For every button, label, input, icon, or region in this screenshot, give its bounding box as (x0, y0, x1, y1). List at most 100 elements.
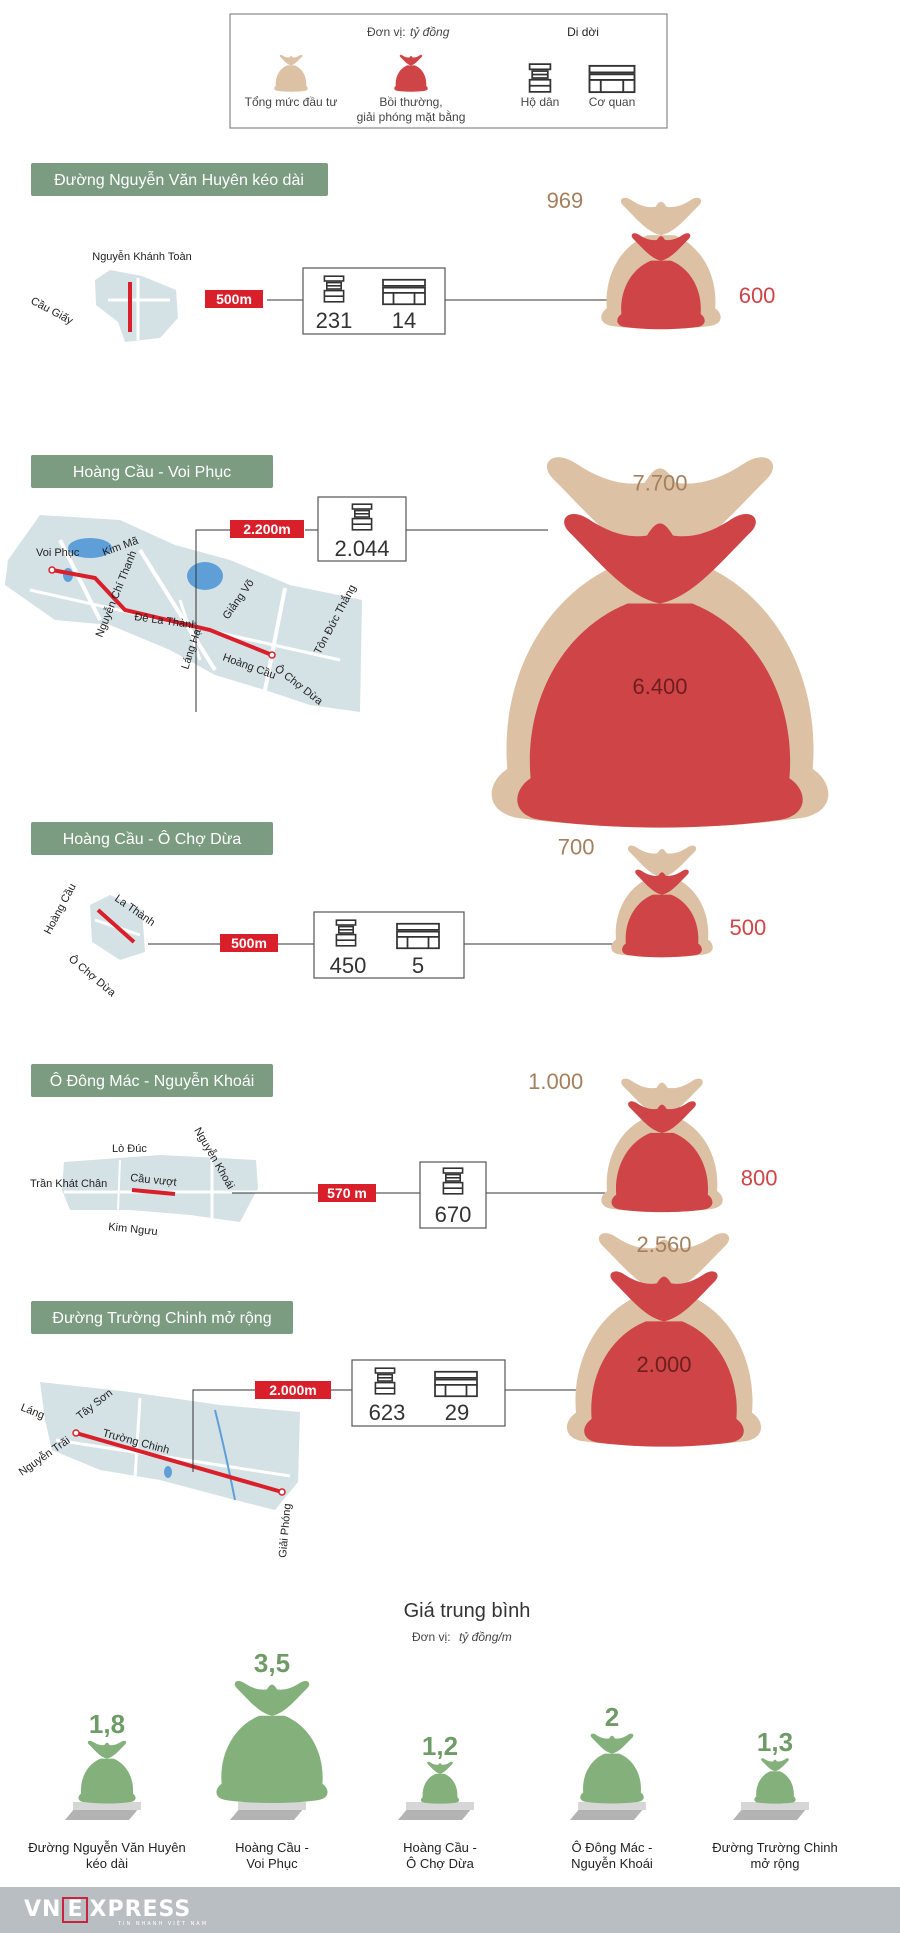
average-price-value: 3,5 (254, 1648, 290, 1678)
length-badge: 570 m (327, 1185, 367, 1201)
section-title: Ô Đông Mác - Nguyễn Khoái (50, 1071, 255, 1090)
street-label: Nguyễn Khánh Toàn (92, 250, 192, 263)
agencies-count: 14 (392, 308, 416, 333)
legend-unit-value: tỷ đồng (410, 25, 450, 39)
average-price-category-label: Đường Nguyễn Văn Huyên (28, 1840, 185, 1855)
legend-households-label: Hộ dân (521, 95, 560, 109)
legend-relocation-title: Di dời (567, 25, 599, 39)
compensation-value: 500 (730, 915, 767, 940)
road-segment (131, 1188, 176, 1196)
length-badge: 2.000m (269, 1382, 316, 1398)
brand-logo-part: XPRESS (89, 1897, 192, 1922)
street-label: Cầu Giấy (29, 295, 76, 327)
average-price-category-label: Hoàng Cầu - (403, 1840, 477, 1855)
average-price-bag (754, 1758, 796, 1804)
section-header-bg (31, 163, 328, 196)
average-price-value: 2 (605, 1702, 619, 1732)
map-hoang-cau-voi-phuc: Voi Phục Kim Mã Nguyễn Chí Thanh Đê La T… (5, 515, 362, 712)
compensation-value: 800 (741, 1165, 778, 1190)
section-headers: Đường Nguyễn Văn Huyên kéo dài Hoàng Cầu… (31, 163, 328, 1334)
street-label: Voi Phục (36, 547, 80, 559)
households-count: 450 (330, 953, 367, 978)
bag-pedestal-top (406, 1802, 474, 1810)
legend-compensation-bag-icon (394, 54, 428, 92)
map-hoang-cau-o-cho-dua: Hoàng Cầu La Thành Ô Chợ Dừa (42, 882, 157, 1000)
average-price-category-label: mở rộng (751, 1856, 800, 1871)
compensation-value: 600 (739, 283, 776, 308)
street-label: Lò Đúc (112, 1143, 147, 1155)
street-label: Giải Phóng (277, 1503, 294, 1558)
bag-pedestal (733, 1808, 807, 1820)
average-price-value: 1,8 (89, 1709, 125, 1739)
total-investment-value: 700 (558, 834, 595, 859)
bag-pedestal (398, 1808, 472, 1820)
road-segment (96, 908, 136, 944)
legend-box (229, 13, 668, 129)
bag-pedestal (230, 1808, 304, 1820)
bag-pedestal-top (578, 1802, 646, 1810)
section-title: Hoàng Cầu - Voi Phục (73, 464, 231, 481)
street-label: Hoàng Cầu (42, 882, 79, 937)
average-price-category-label: Đường Trường Chinh (712, 1840, 838, 1855)
legend-office-icon (588, 64, 636, 94)
street-label: Láng (19, 1402, 46, 1422)
bag-pedestal-top (238, 1802, 306, 1810)
road-segment (75, 1431, 283, 1494)
average-price-category-label: Hoàng Cầu - (235, 1840, 309, 1855)
map-o-dong-mac-nguyen-khoai: Lò Đúc Nguyễn Khoái Trần Khát Chân Cầu v… (30, 1125, 258, 1238)
average-price-bag (216, 1680, 328, 1804)
average-price-bag (580, 1733, 644, 1804)
brand-logo-part: VN (24, 1897, 62, 1922)
average-price-category-label: Ô Chợ Dừa (406, 1856, 475, 1871)
legend-unit-prefix: Đơn vị: (367, 25, 406, 39)
street-label: Trần Khát Chân (30, 1178, 107, 1190)
relocation-box (419, 1161, 487, 1229)
agencies-count: 5 (412, 953, 424, 978)
length-badge: 500m (216, 291, 252, 307)
households-count: 2.044 (334, 536, 389, 561)
total-investment-value: 7.700 (632, 470, 687, 495)
street-label: Ô Chợ Dừa (66, 952, 119, 999)
average-price-bag (420, 1761, 460, 1804)
length-badge: 2.200m (243, 521, 290, 537)
section-header-bg (31, 455, 273, 488)
legend-compensation-label-2: giải phóng mặt bằng (357, 109, 466, 124)
road-segment (51, 568, 273, 657)
section-title: Đường Nguyễn Văn Huyên kéo dài (54, 170, 304, 189)
average-price-unit-prefix: Đơn vị: (412, 1630, 451, 1644)
average-price-chart: Giá trung bình Đơn vị: tỷ đồng/m 1,8Đườn… (28, 1600, 837, 1871)
compensation-bag (611, 1101, 713, 1213)
connectors (148, 299, 640, 1472)
legend-total-label: Tổng mức đầu tư (245, 95, 338, 109)
average-price-value: 1,3 (757, 1727, 793, 1757)
total-investment-value: 969 (547, 188, 584, 213)
average-price-category-label: Voi Phục (246, 1856, 298, 1871)
bag-pedestal (570, 1808, 644, 1820)
agencies-count: 29 (445, 1400, 469, 1425)
compensation-value: 6.400 (632, 674, 687, 699)
average-price-value: 1,2 (422, 1731, 458, 1761)
average-price-category-label: kéo dài (86, 1856, 128, 1871)
section-header-bg (31, 822, 273, 855)
brand-logo-e: E (62, 1897, 89, 1923)
bag-pedestal (65, 1808, 139, 1820)
section-title: Hoàng Cầu - Ô Chợ Dừa (63, 829, 242, 848)
average-price-category-label: Ô Đông Mác - (572, 1840, 653, 1855)
legend-compensation-label-1: Bồi thường, (379, 95, 442, 109)
section-header-bg (31, 1301, 293, 1334)
street-label: Kim Ngưu (108, 1221, 159, 1238)
legend-agencies-label: Cơ quan (589, 95, 636, 109)
brand-tagline: TIN NHANH VIỆT NAM (118, 1921, 209, 1927)
bag-pedestal-top (741, 1802, 809, 1810)
average-price-bag (78, 1740, 136, 1804)
street-label: Nguyễn Trãi (16, 1434, 72, 1479)
total-investment-value: 2.560 (636, 1232, 691, 1257)
legend-total-bag-icon (274, 54, 308, 92)
length-badges: 500m 2.200m 500m 570 m 2.000m (205, 290, 376, 1399)
map-nguyen-van-huyen: Nguyễn Khánh Toàn Cầu Giấy (29, 250, 192, 342)
